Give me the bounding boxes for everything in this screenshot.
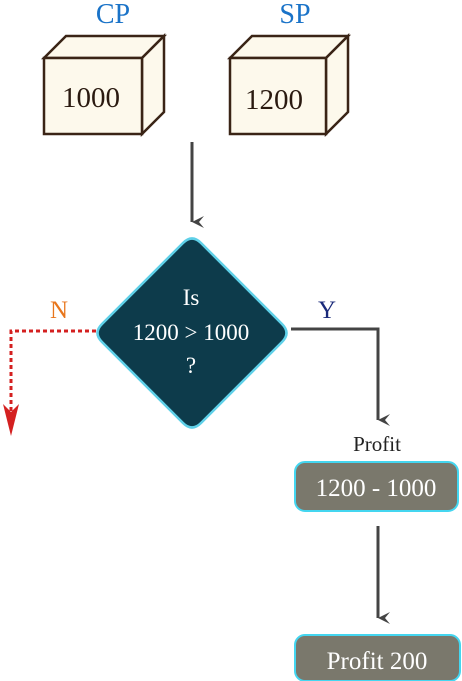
profit-label: Profit [353,432,401,456]
selling-price-value: 1200 [245,84,303,116]
no-branch-arrowhead [3,404,19,436]
no-branch-label: N [50,297,68,324]
decision-diamond: Is 1200 > 1000 ? [96,237,288,429]
cost-price-label: CP [96,0,130,30]
result-box: Profit 200 [294,634,461,681]
selling-price-label: SP [279,0,310,30]
profit-expression: 1200 - 1000 [316,475,437,502]
cost-price-box: 1000 [40,32,168,138]
cost-price-value: 1000 [62,82,120,114]
decision-line-3: ? [186,353,196,378]
yes-branch-label: Y [318,297,336,324]
decision-line-1: Is [183,285,200,310]
no-branch-arrow [9,329,96,412]
selling-price-box: 1200 [226,32,352,138]
result-text: Profit 200 [327,648,428,675]
decision-line-2: 1200 > 1000 [133,320,249,345]
yes-branch-arrow [291,327,390,426]
profit-expression-box: 1200 - 1000 [294,461,459,512]
